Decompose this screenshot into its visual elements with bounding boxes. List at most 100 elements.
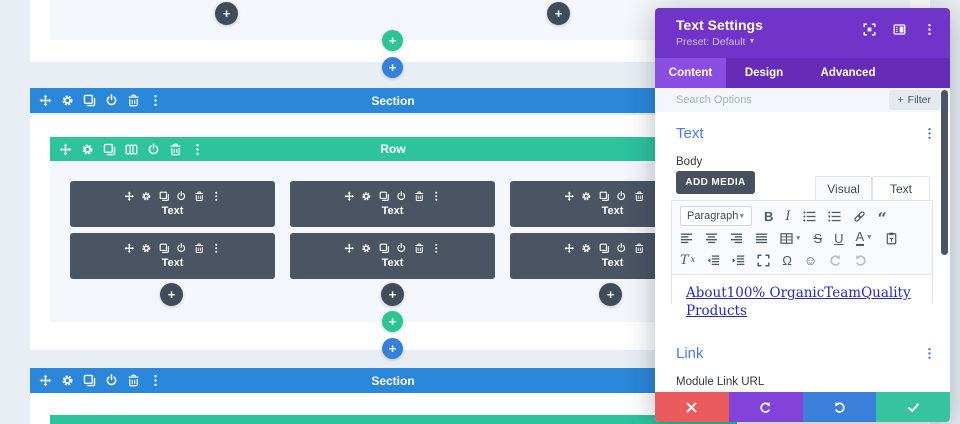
text-module[interactable]: Text xyxy=(290,181,495,227)
trash-icon[interactable] xyxy=(127,94,140,107)
trash-icon[interactable] xyxy=(634,191,645,202)
align-left-icon[interactable] xyxy=(680,232,693,245)
text-color-button[interactable]: A▼ xyxy=(855,229,873,247)
trash-icon[interactable] xyxy=(169,143,182,156)
move-icon[interactable] xyxy=(344,243,355,254)
more-options-icon[interactable] xyxy=(149,94,162,107)
duplicate-icon[interactable] xyxy=(159,243,170,254)
add-module-button[interactable]: + xyxy=(599,283,622,306)
italic-button[interactable]: I xyxy=(785,208,791,224)
add-media-button[interactable]: ADD MEDIA xyxy=(676,171,755,194)
trash-icon[interactable] xyxy=(414,243,425,254)
more-options-icon[interactable] xyxy=(149,374,162,387)
column-structure-icon[interactable] xyxy=(125,143,138,156)
discard-button[interactable] xyxy=(655,392,729,422)
trash-icon[interactable] xyxy=(127,374,140,387)
add-section-button[interactable]: + xyxy=(382,57,403,78)
settings-gear-icon[interactable] xyxy=(581,191,592,202)
numbered-list-icon[interactable] xyxy=(828,210,841,223)
bullet-list-icon[interactable] xyxy=(803,210,816,223)
move-icon[interactable] xyxy=(124,243,135,254)
filter-button[interactable]: + Filter xyxy=(888,90,940,110)
move-icon[interactable] xyxy=(59,143,72,156)
outdent-icon[interactable] xyxy=(707,254,720,267)
more-options-icon[interactable] xyxy=(211,191,222,202)
editor-visual-tab[interactable]: Visual xyxy=(815,176,872,201)
move-icon[interactable] xyxy=(39,374,52,387)
duplicate-icon[interactable] xyxy=(599,243,610,254)
settings-gear-icon[interactable] xyxy=(361,243,372,254)
disable-power-icon[interactable] xyxy=(147,143,160,156)
duplicate-icon[interactable] xyxy=(379,243,390,254)
trash-icon[interactable] xyxy=(194,243,205,254)
strikethrough-button[interactable]: S xyxy=(813,230,823,246)
duplicate-icon[interactable] xyxy=(83,374,96,387)
duplicate-icon[interactable] xyxy=(599,191,610,202)
disable-power-icon[interactable] xyxy=(396,191,407,202)
save-button[interactable] xyxy=(876,392,950,422)
blockquote-icon[interactable]: “ xyxy=(877,209,887,229)
align-center-icon[interactable] xyxy=(705,232,718,245)
editor-text-tab[interactable]: Text xyxy=(872,176,930,201)
text-module[interactable]: Text xyxy=(70,181,275,227)
move-icon[interactable] xyxy=(39,94,52,107)
preset-selector[interactable]: Preset: Default▼ xyxy=(676,36,934,48)
add-module-button[interactable]: + xyxy=(547,2,570,25)
disable-power-icon[interactable] xyxy=(396,243,407,254)
tab-content[interactable]: Content xyxy=(655,58,726,88)
undo-button[interactable] xyxy=(728,392,803,422)
add-row-button[interactable]: + xyxy=(382,311,403,332)
more-options-icon[interactable] xyxy=(431,191,442,202)
link-icon[interactable] xyxy=(853,210,866,223)
content-link-text[interactable]: About100% OrganicTeamQuality Products xyxy=(686,285,911,319)
editor-content-area[interactable]: About100% OrganicTeamQuality Products xyxy=(672,275,932,319)
settings-gear-icon[interactable] xyxy=(141,243,152,254)
add-module-button[interactable]: + xyxy=(381,283,404,306)
move-icon[interactable] xyxy=(564,191,575,202)
disable-power-icon[interactable] xyxy=(105,374,118,387)
modal-scrollbar-thumb[interactable] xyxy=(941,90,948,255)
more-options-icon[interactable] xyxy=(431,243,442,254)
settings-gear-icon[interactable] xyxy=(361,191,372,202)
duplicate-icon[interactable] xyxy=(379,191,390,202)
settings-gear-icon[interactable] xyxy=(61,374,74,387)
trash-icon[interactable] xyxy=(634,243,645,254)
move-icon[interactable] xyxy=(124,191,135,202)
snap-modal-icon[interactable] xyxy=(863,23,876,36)
paragraph-style-select[interactable]: Paragraph ▼ xyxy=(680,206,752,226)
search-input[interactable] xyxy=(655,94,889,106)
add-row-button[interactable]: + xyxy=(382,30,403,51)
trash-icon[interactable] xyxy=(414,191,425,202)
disable-power-icon[interactable] xyxy=(105,94,118,107)
underline-button[interactable]: U xyxy=(834,230,844,246)
group-options-icon[interactable] xyxy=(923,347,936,360)
more-options-icon[interactable] xyxy=(191,143,204,156)
special-character-button[interactable]: Ω xyxy=(782,252,792,268)
move-icon[interactable] xyxy=(564,243,575,254)
disable-power-icon[interactable] xyxy=(616,191,627,202)
disable-power-icon[interactable] xyxy=(176,243,187,254)
duplicate-icon[interactable] xyxy=(159,191,170,202)
settings-gear-icon[interactable] xyxy=(141,191,152,202)
tab-advanced[interactable]: Advanced xyxy=(820,67,876,79)
dock-modal-icon[interactable] xyxy=(893,23,906,36)
add-module-button[interactable]: + xyxy=(160,283,183,306)
undo-icon[interactable] xyxy=(829,254,842,267)
justify-icon[interactable] xyxy=(755,232,768,245)
text-module[interactable]: Text xyxy=(290,233,495,279)
disable-power-icon[interactable] xyxy=(616,243,627,254)
duplicate-icon[interactable] xyxy=(103,143,116,156)
paste-as-text-icon[interactable] xyxy=(885,232,898,245)
duplicate-icon[interactable] xyxy=(83,94,96,107)
disable-power-icon[interactable] xyxy=(176,191,187,202)
emoticon-button[interactable]: ☺ xyxy=(803,252,818,268)
move-icon[interactable] xyxy=(344,191,355,202)
add-section-button[interactable]: + xyxy=(382,338,403,359)
add-module-button[interactable]: + xyxy=(215,2,238,25)
more-options-icon[interactable] xyxy=(211,243,222,254)
text-module[interactable]: Text xyxy=(70,233,275,279)
settings-gear-icon[interactable] xyxy=(581,243,592,254)
group-options-icon[interactable] xyxy=(923,127,936,140)
tab-design[interactable]: Design xyxy=(744,67,784,79)
